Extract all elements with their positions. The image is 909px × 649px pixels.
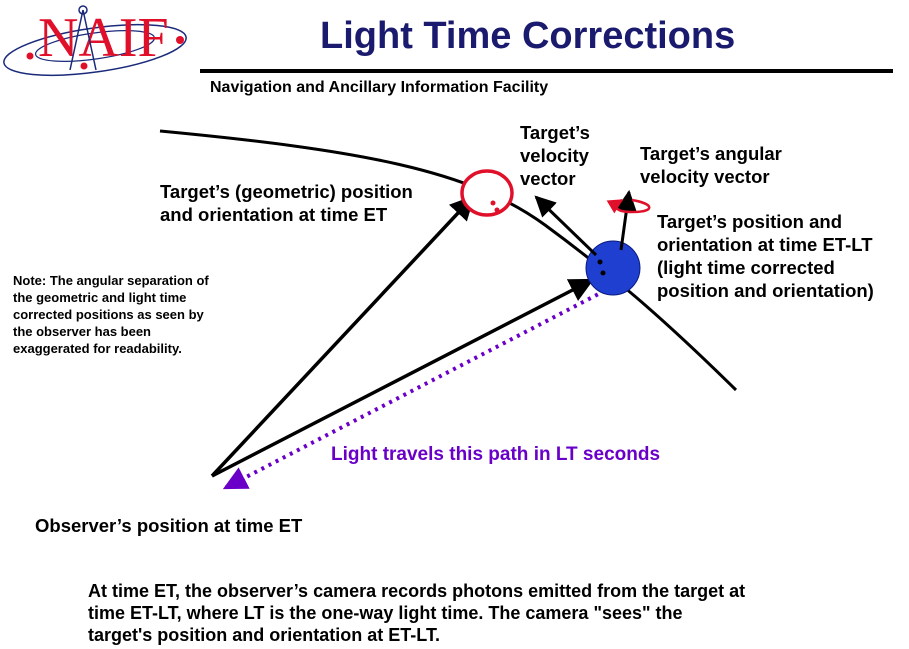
naif-logo: NAIF xyxy=(3,5,187,77)
trajectory-curve xyxy=(159,129,738,392)
geometric-target-marker xyxy=(460,169,514,217)
explanation-text: At time ET, the observer’s camera record… xyxy=(88,581,746,645)
lt-position-label: Target’s position and orientation at tim… xyxy=(657,211,874,301)
lt-position-vector xyxy=(211,278,595,478)
velocity-vector-label: Target’s velocity vector xyxy=(520,122,590,189)
lt-target-body xyxy=(585,240,641,296)
page-title: Light Time Corrections xyxy=(320,15,736,57)
rotation-indicator xyxy=(606,198,651,214)
light-path-label: Light travels this path in LT seconds xyxy=(331,444,661,465)
observer-label: Observer’s position at time ET xyxy=(35,515,303,536)
light-path-arrow xyxy=(222,285,613,490)
angular-velocity-arrow xyxy=(616,189,637,251)
geometric-position-label: Target’s (geometric) position and orient… xyxy=(160,181,413,225)
page-subtitle: Navigation and Ancillary Information Fac… xyxy=(210,79,549,96)
title-underline xyxy=(200,69,893,73)
naif-logo-text: NAIF xyxy=(38,7,169,69)
note-text: Note: The angular separation of the geom… xyxy=(13,273,209,356)
geometric-position-vector xyxy=(210,195,475,478)
angular-velocity-label: Target’s angular velocity vector xyxy=(640,143,782,187)
velocity-vector-arrow xyxy=(534,195,598,257)
